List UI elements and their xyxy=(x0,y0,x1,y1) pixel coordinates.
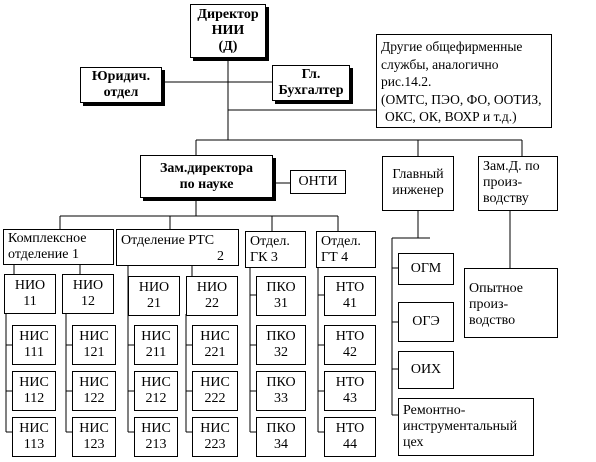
department-gk-box: Отдел. ГК 3 xyxy=(245,231,306,268)
onti-box: ОНТИ xyxy=(290,170,346,194)
director-org: НИИ xyxy=(211,23,245,38)
legal-department-box: Юридич. отдел xyxy=(80,67,162,103)
deputy-production-box: Зам.Д. по произ- водству xyxy=(478,156,558,211)
pilot-production-box: Опытное произ- водство xyxy=(464,268,558,338)
department-rts-box: Отделение РТС 2 xyxy=(116,229,239,266)
oih-box: ОИХ xyxy=(398,351,454,389)
deputy-science-box: Зам.директора по науке xyxy=(140,155,273,198)
repair-shop-box: Ремонтно- инструментальный цех xyxy=(398,398,534,456)
chief-engineer-box: Главный инженер xyxy=(382,156,454,211)
director-box: Директор НИИ (Д) xyxy=(190,4,266,58)
director-title: Директор xyxy=(197,7,259,22)
director-code: (Д) xyxy=(218,39,238,54)
ogm-box: ОГМ xyxy=(398,253,454,285)
department-gt-box: Отдел. ГТ 4 xyxy=(316,231,376,268)
department-complex-box: Комплексное отделение 1 xyxy=(3,229,114,265)
chief-accountant-box: Гл. Бухгалтер xyxy=(272,65,350,101)
other-services-box: Другие общефирменные службы, аналогично … xyxy=(376,34,552,128)
oge-box: ОГЭ xyxy=(398,302,454,342)
